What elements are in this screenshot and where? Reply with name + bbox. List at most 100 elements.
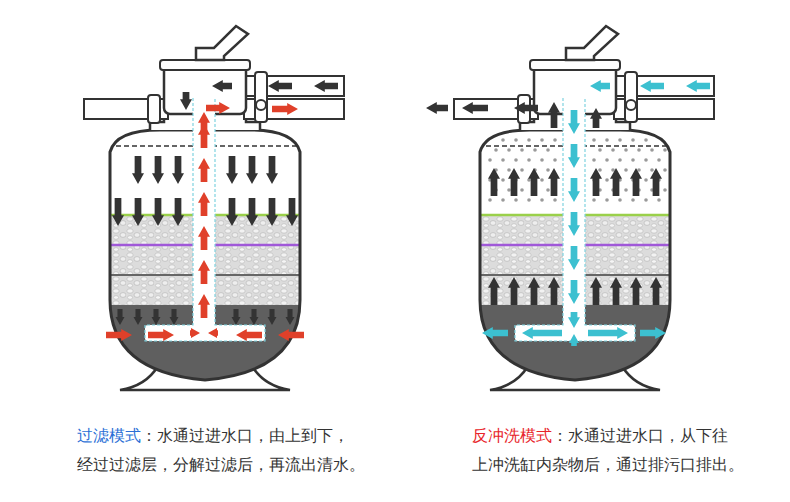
- flow-arrow: [172, 156, 184, 184]
- flow-arrow: [268, 80, 292, 92]
- flow-arrow: [286, 309, 295, 325]
- flow-arrow: [650, 277, 662, 305]
- flow-arrow: [568, 178, 580, 202]
- flow-arrow: [272, 103, 298, 115]
- flow-arrow: [266, 198, 278, 226]
- debris-dot: [605, 198, 609, 202]
- debris-dot: [488, 158, 492, 162]
- flow-arrow: [190, 328, 200, 338]
- flow-arrow: [198, 260, 210, 284]
- flow-arrow: [106, 329, 132, 341]
- flow-arrow: [488, 168, 500, 196]
- flow-arrow: [208, 328, 218, 338]
- flow-arrow: [172, 198, 184, 226]
- flow-arrow: [246, 156, 258, 184]
- debris-dot: [644, 158, 648, 162]
- debris-dot: [605, 178, 609, 182]
- debris-dot: [514, 198, 518, 202]
- flow-arrow: [640, 327, 666, 339]
- debris-dot: [598, 168, 602, 172]
- flow-arrow: [286, 198, 298, 226]
- debris-dot: [507, 168, 511, 172]
- flow-arrow: [630, 168, 642, 196]
- flow-arrow: [686, 80, 710, 92]
- debris-dot: [618, 198, 622, 202]
- flow-arrow: [250, 309, 259, 325]
- flow-arrow: [198, 158, 210, 182]
- debris-dot: [663, 168, 667, 172]
- caption-text: ：水通过进水口，从下往: [552, 426, 728, 446]
- caption-text: 上冲洗缸内杂物后，通过排污口排出。: [472, 455, 744, 475]
- debris-dot: [514, 158, 518, 162]
- flow-arrow: [314, 80, 338, 92]
- debris-dot: [520, 148, 524, 152]
- debris-dot: [501, 178, 505, 182]
- debris-dot: [494, 148, 498, 152]
- debris-dot: [592, 198, 596, 202]
- flow-arrow: [212, 80, 232, 92]
- flow-arrow: [236, 329, 262, 341]
- debris-dot: [514, 138, 518, 142]
- flow-arrow: [568, 212, 580, 236]
- debris-dot: [624, 188, 628, 192]
- flow-arrow: [568, 144, 580, 168]
- debris-dot: [644, 138, 648, 142]
- debris-dot: [637, 148, 641, 152]
- debris-dot: [663, 188, 667, 192]
- debris-dot: [533, 148, 537, 152]
- debris-dot: [540, 198, 544, 202]
- flow-arrow: [508, 168, 520, 196]
- flow-arrow: [568, 110, 580, 134]
- debris-dot: [527, 198, 531, 202]
- debris-dots: [488, 138, 667, 202]
- debris-dot: [644, 178, 648, 182]
- flow-arrow: [132, 198, 144, 226]
- flow-arrow: [528, 168, 540, 196]
- flow-arrow: [198, 112, 210, 132]
- flow-arrow: [134, 309, 143, 325]
- flow-arrow: [426, 102, 448, 114]
- flow-arrow: [568, 246, 580, 270]
- flow-arrow: [180, 92, 192, 110]
- flow-arrow: [522, 327, 562, 339]
- debris-dot: [631, 138, 635, 142]
- flow-arrow: [152, 309, 161, 325]
- flow-arrow: [148, 329, 174, 341]
- debris-dot: [598, 148, 602, 152]
- caption-text: 过滤模式: [77, 426, 141, 446]
- flow-arrow: [198, 294, 210, 318]
- flow-arrow: [152, 198, 164, 226]
- flow-arrow: [590, 168, 602, 196]
- flow-arrow: [206, 102, 230, 114]
- flow-arrow: [116, 309, 125, 325]
- flow-arrow: [548, 102, 560, 128]
- flow-arrow: [610, 277, 622, 305]
- flow-arrow: [482, 327, 508, 339]
- flow-arrow: [508, 277, 520, 305]
- flow-arrow: [568, 312, 580, 328]
- flow-arrow: [514, 102, 538, 114]
- debris-dot: [488, 198, 492, 202]
- debris-dot: [592, 138, 596, 142]
- flow-arrow: [590, 80, 610, 92]
- debris-dot: [540, 158, 544, 162]
- debris-dot: [644, 198, 648, 202]
- debris-dot: [605, 158, 609, 162]
- flow-arrow: [568, 280, 580, 304]
- debris-dot: [553, 138, 557, 142]
- debris-dot: [611, 148, 615, 152]
- debris-dot: [605, 138, 609, 142]
- debris-dot: [540, 138, 544, 142]
- flow-arrow: [112, 198, 124, 226]
- debris-dot: [650, 168, 654, 172]
- flow-arrow: [569, 334, 579, 346]
- debris-dot: [663, 148, 667, 152]
- flow-arrow: [198, 226, 210, 250]
- flow-arrow: [630, 277, 642, 305]
- flow-arrow: [462, 102, 488, 114]
- flow-arrow: [268, 309, 277, 325]
- flow-arrow: [548, 277, 560, 305]
- debris-dot: [618, 138, 622, 142]
- flow-arrow: [246, 198, 258, 226]
- debris-dot: [507, 188, 511, 192]
